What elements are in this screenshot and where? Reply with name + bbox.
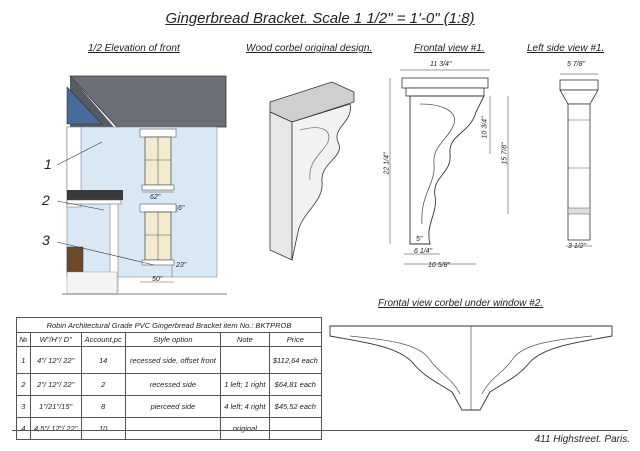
table-cell: 1"/21"/15" bbox=[29, 395, 82, 418]
left-side-view-drawing bbox=[559, 73, 599, 247]
house-dim-top: 62" bbox=[150, 194, 161, 201]
frontal-dim-height-total: 22 1/4" bbox=[383, 152, 391, 175]
col-header-dimensions: W"/H"/ D" bbox=[29, 332, 82, 347]
table-row: 1 4"/ 12"/ 22" 14 recessed side, offset … bbox=[16, 346, 323, 374]
table-cell: recessed side bbox=[124, 373, 222, 396]
page-title: Gingerbread Bracket. Scale 1 1/2" = 1'-0… bbox=[165, 10, 475, 27]
side-dim-bottom: 3 1/2" bbox=[568, 243, 587, 250]
subtitle-elevation: 1/2 Elevation of front bbox=[88, 43, 180, 54]
table-cell: 4 bbox=[16, 417, 31, 440]
subtitle-wood-corbel: Wood corbel original design. bbox=[246, 43, 373, 54]
table-cell: original bbox=[220, 417, 270, 440]
table-cell: 2 bbox=[16, 373, 31, 396]
table-row: 2 2"/ 12"/ 22" 2 recessed side 1 left; 1… bbox=[16, 373, 323, 396]
table-cell: 4 left; 4 right bbox=[220, 395, 270, 418]
subtitle-corbel-window: Frontal view corbel under window #2. bbox=[378, 298, 544, 309]
table-cell: $64,81 each bbox=[268, 373, 323, 396]
frontal-dim-bottom-small: 5" bbox=[416, 236, 423, 243]
frontal-view-drawing bbox=[389, 69, 509, 265]
house-elevation-drawing bbox=[56, 75, 227, 295]
table-cell: 3 bbox=[16, 395, 31, 418]
subtitle-left-side-view: Left side view #1. bbox=[527, 43, 605, 54]
table-cell bbox=[220, 346, 270, 374]
callout-2: 2 bbox=[42, 192, 50, 208]
table-cell bbox=[268, 417, 323, 440]
table-cell: 4"/ 12"/ 22" bbox=[29, 346, 82, 374]
table-cell: $45,52 each bbox=[268, 395, 323, 418]
house-dim-width: 50" bbox=[152, 276, 163, 283]
table-caption: Robin Architectural Grade PVC Gingerbrea… bbox=[16, 317, 322, 333]
footer-divider bbox=[12, 430, 628, 431]
frontal-dim-bottom-full: 10 5/8" bbox=[428, 262, 450, 269]
table-cell: 8 bbox=[80, 395, 126, 418]
footer-address: 411 Highstreet. Paris. bbox=[534, 434, 630, 445]
subtitle-frontal-view: Frontal view #1. bbox=[414, 43, 485, 54]
table-cell: 10 bbox=[80, 417, 126, 440]
col-header-account: Account,pc bbox=[80, 332, 126, 347]
table-cell: 2 bbox=[80, 373, 126, 396]
table-cell: 1 bbox=[16, 346, 31, 374]
table-cell: 14 bbox=[80, 346, 126, 374]
house-dim-gap: 6" bbox=[178, 205, 185, 212]
table-cell: $112,64 each bbox=[268, 346, 323, 374]
frontal-dim-top-width: 11 3/4" bbox=[430, 61, 452, 68]
col-header-note: Note bbox=[220, 332, 270, 347]
col-header-number: № bbox=[16, 332, 31, 347]
table-cell: pierceed side bbox=[124, 395, 222, 418]
table-cell: 4,5"/ 12"/ 22" bbox=[29, 417, 82, 440]
table-cell bbox=[124, 417, 222, 440]
side-dim-top: 5 7/8" bbox=[567, 61, 586, 68]
wood-corbel-drawing bbox=[269, 81, 355, 261]
table-cell: 1 left; 1 right bbox=[220, 373, 270, 396]
callout-1: 1 bbox=[44, 156, 52, 172]
spec-table: Robin Architectural Grade PVC Gingerbrea… bbox=[16, 317, 323, 440]
table-cell: 2"/ 12"/ 22" bbox=[29, 373, 82, 396]
frontal-dim-height-mid: 10 3/4" bbox=[481, 116, 489, 139]
callout-3: 3 bbox=[42, 232, 50, 248]
col-header-style: Style option bbox=[124, 332, 222, 347]
frontal-dim-bottom-mid: 6 1/4" bbox=[414, 248, 433, 255]
corbel-window-drawing bbox=[329, 325, 613, 411]
frontal-dim-height-right: 15 7/8" bbox=[501, 142, 509, 165]
table-cell: recessed side, offset front bbox=[124, 346, 222, 374]
col-header-price: Price bbox=[268, 332, 323, 347]
house-dim-sill: 23" bbox=[176, 262, 187, 269]
table-row: 3 1"/21"/15" 8 pierceed side 4 left; 4 r… bbox=[16, 395, 323, 418]
table-row: 4 4,5"/ 12"/ 22" 10 original bbox=[16, 417, 323, 440]
